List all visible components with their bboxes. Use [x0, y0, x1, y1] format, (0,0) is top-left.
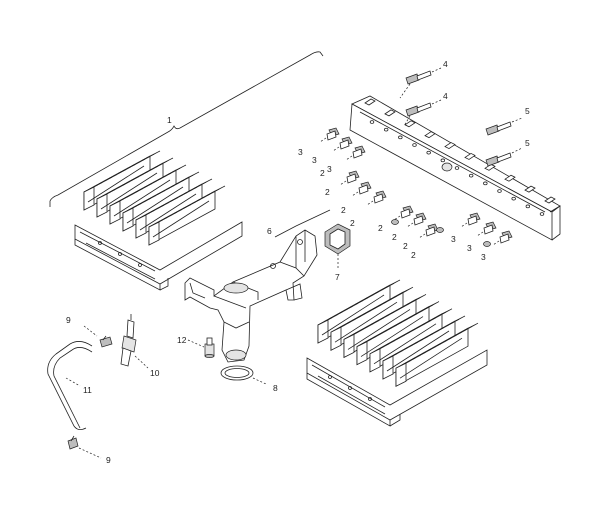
callout-7: 7	[335, 272, 340, 282]
callout-labels: 1 2 2 2 2 2 2 2 2 3 3 3 3 3 3 4 4 5 5 6 …	[66, 59, 530, 465]
burner-blade	[330, 286, 414, 351]
callout-3: 3	[451, 234, 456, 244]
burner-blade	[317, 279, 401, 344]
callout-2: 2	[378, 223, 383, 233]
burner-blade	[83, 150, 161, 211]
injector	[319, 127, 340, 143]
injector-washer	[436, 227, 444, 233]
injector	[345, 145, 366, 161]
callout-2: 2	[350, 218, 355, 228]
injectors	[319, 127, 513, 247]
callout-5: 5	[525, 106, 530, 116]
gas-manifold-body	[184, 229, 318, 363]
burner-blade	[382, 315, 466, 380]
callout-9: 9	[66, 315, 71, 325]
callout-2: 2	[341, 205, 346, 215]
gasket	[324, 223, 351, 255]
injector-washer	[339, 170, 360, 186]
injector-washer	[406, 212, 427, 228]
injector-manifold	[349, 95, 561, 241]
callout-8: 8	[273, 383, 278, 393]
burner-blade	[369, 308, 453, 373]
callout-2: 2	[325, 187, 330, 197]
callout-3: 3	[481, 252, 486, 262]
burner-blade	[122, 171, 200, 232]
callout-2: 2	[411, 250, 416, 260]
callout-2: 2	[320, 168, 325, 178]
callout-1: 1	[167, 115, 172, 125]
ignition-electrode	[120, 314, 137, 367]
callout-10: 10	[150, 368, 160, 378]
clip-lower	[67, 435, 79, 450]
callout-4: 4	[443, 59, 448, 69]
o-ring	[220, 365, 254, 381]
callout-3: 3	[312, 155, 317, 165]
injector	[460, 212, 481, 228]
callout-3: 3	[467, 243, 472, 253]
callout-2: 2	[403, 241, 408, 251]
callout-3: 3	[327, 164, 332, 174]
callout-11: 11	[83, 385, 92, 395]
burner-assembly-right	[306, 279, 488, 427]
leader-lines	[65, 67, 523, 459]
injector	[476, 221, 497, 237]
callout-3: 3	[298, 147, 303, 157]
clip-upper	[99, 335, 113, 348]
callout-9: 9	[106, 455, 111, 465]
screws-5	[485, 121, 512, 167]
sensing-tube	[47, 341, 93, 430]
burner-blade	[395, 322, 479, 387]
injector-washer	[393, 205, 414, 221]
injector-washer	[351, 181, 372, 197]
burner-blade	[135, 178, 213, 239]
callout-6: 6	[267, 226, 272, 236]
burner-blade	[109, 164, 187, 225]
callout-4: 4	[443, 91, 448, 101]
injector-washer	[483, 241, 491, 247]
burner-assembly-left	[74, 150, 243, 291]
injector	[492, 230, 513, 246]
callout-5: 5	[525, 138, 530, 148]
assembly-bracket	[49, 51, 324, 207]
injector-washer	[366, 190, 387, 206]
injector	[332, 136, 353, 152]
callout-2: 2	[392, 232, 397, 242]
test-nipple	[204, 337, 215, 358]
callout-12: 12	[177, 335, 187, 345]
burner-blade	[96, 157, 174, 218]
screws-4	[405, 70, 432, 117]
burner-blade	[148, 185, 226, 246]
burner-blade	[356, 301, 440, 366]
burner-blade	[343, 294, 427, 359]
injector-washer	[391, 219, 399, 225]
injector-washer	[418, 223, 439, 239]
